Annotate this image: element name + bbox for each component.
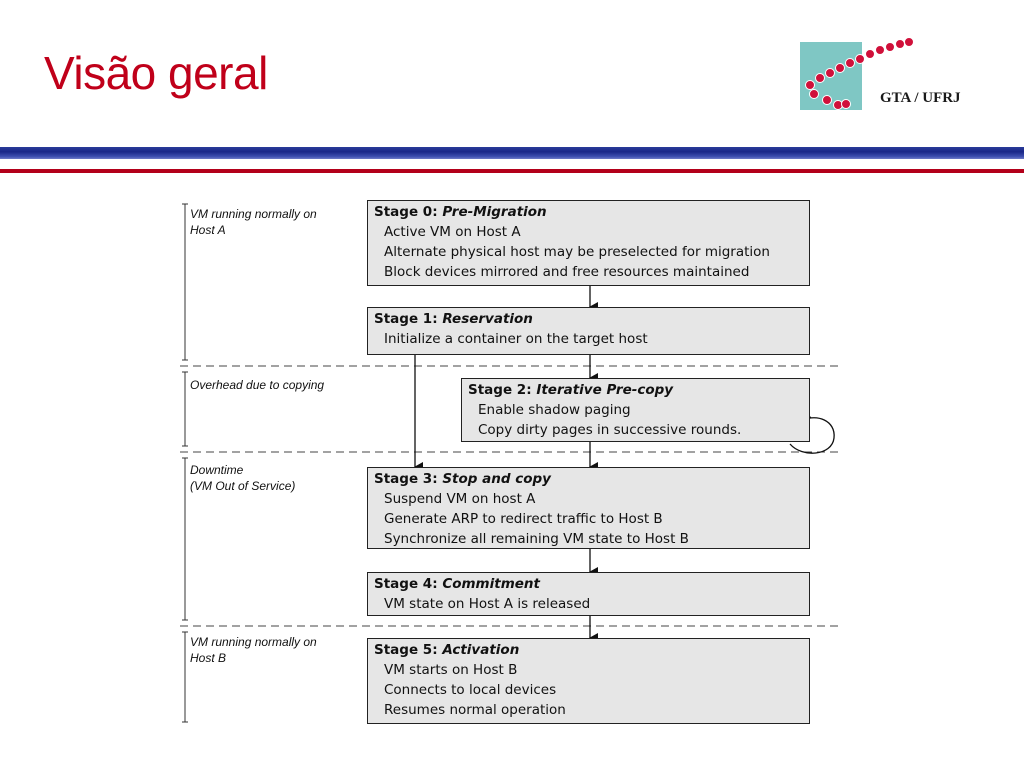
stage-name: Commitment — [442, 576, 540, 592]
stage-2-box: Stage 2: Iterative Pre-copy Enable shado… — [461, 378, 810, 442]
gta-ufrj-logo: GTA / UFRJ — [794, 38, 994, 118]
stage-title: Stage 1: Reservation — [374, 309, 803, 329]
phase-separators — [180, 365, 840, 627]
stage-name: Iterative Pre-copy — [536, 382, 674, 398]
stage-title: Stage 2: Iterative Pre-copy — [468, 380, 803, 400]
stage-item: Connects to local devices — [384, 682, 557, 698]
stage-title: Stage 4: Commitment — [374, 574, 803, 594]
stage-name: Reservation — [442, 311, 533, 327]
stage-prefix: Stage 5: — [374, 642, 443, 658]
phase-label-host-b: VM running normally on Host B — [190, 634, 317, 666]
header-rule-blue — [0, 147, 1024, 159]
phase-label-overhead: Overhead due to copying — [190, 377, 324, 393]
stage-prefix: Stage 2: — [468, 382, 537, 398]
phase-label-line: VM running normally on — [190, 207, 317, 221]
stage-item: Active VM on Host A — [384, 224, 521, 240]
logo-dots-icon — [805, 38, 914, 110]
stage-item: Synchronize all remaining VM state to Ho… — [384, 531, 689, 547]
stage-item: Alternate physical host may be preselect… — [384, 244, 770, 260]
stage-item: Suspend VM on host A — [384, 491, 536, 507]
phase-label-line: (VM Out of Service) — [190, 479, 296, 493]
stage-title: Stage 5: Activation — [374, 640, 803, 660]
stage-item: VM starts on Host B — [384, 662, 518, 678]
stage-1-box: Stage 1: Reservation Initialize a contai… — [367, 307, 810, 355]
stage-item: Copy dirty pages in successive rounds. — [478, 422, 742, 438]
stage-item: Resumes normal operation — [384, 702, 566, 718]
phase-label-downtime: Downtime (VM Out of Service) — [190, 462, 295, 494]
stage-name: Stop and copy — [442, 471, 551, 487]
stage-name: Pre-Migration — [442, 204, 547, 220]
stage-item: Initialize a container on the target hos… — [384, 331, 648, 347]
phase-label-line: Downtime — [190, 463, 244, 477]
stage-item: Generate ARP to redirect traffic to Host… — [384, 511, 663, 527]
stage-item: VM state on Host A is released — [384, 596, 591, 612]
stage-prefix: Stage 1: — [374, 311, 443, 327]
phase-label-host-a: VM running normally on Host A — [190, 206, 317, 238]
stage-title: Stage 3: Stop and copy — [374, 469, 803, 489]
stage-0-box: Stage 0: Pre-Migration Active VM on Host… — [367, 200, 810, 286]
logo-text: GTA / UFRJ — [880, 90, 961, 106]
phase-label-line: Host A — [190, 223, 226, 237]
stage-item: Block devices mirrored and free resource… — [384, 264, 750, 280]
header-rule-red — [0, 169, 1024, 173]
phase-brackets — [182, 203, 188, 723]
stage-5-box: Stage 5: Activation VM starts on Host B … — [367, 638, 810, 724]
stage-name: Activation — [442, 642, 520, 658]
stage-3-box: Stage 3: Stop and copy Suspend VM on hos… — [367, 467, 810, 549]
phase-label-line: Overhead due to copying — [190, 378, 325, 392]
phase-label-line: Host B — [190, 651, 227, 665]
stage-prefix: Stage 4: — [374, 576, 443, 592]
phase-label-line: VM running normally on — [190, 635, 317, 649]
stage-prefix: Stage 3: — [374, 471, 443, 487]
stage-4-box: Stage 4: Commitment VM state on Host A i… — [367, 572, 810, 616]
stage-title: Stage 0: Pre-Migration — [374, 202, 803, 222]
slide-title: Visão geral — [44, 47, 268, 99]
stage-item: Enable shadow paging — [478, 402, 631, 418]
stage-prefix: Stage 0: — [374, 204, 443, 220]
